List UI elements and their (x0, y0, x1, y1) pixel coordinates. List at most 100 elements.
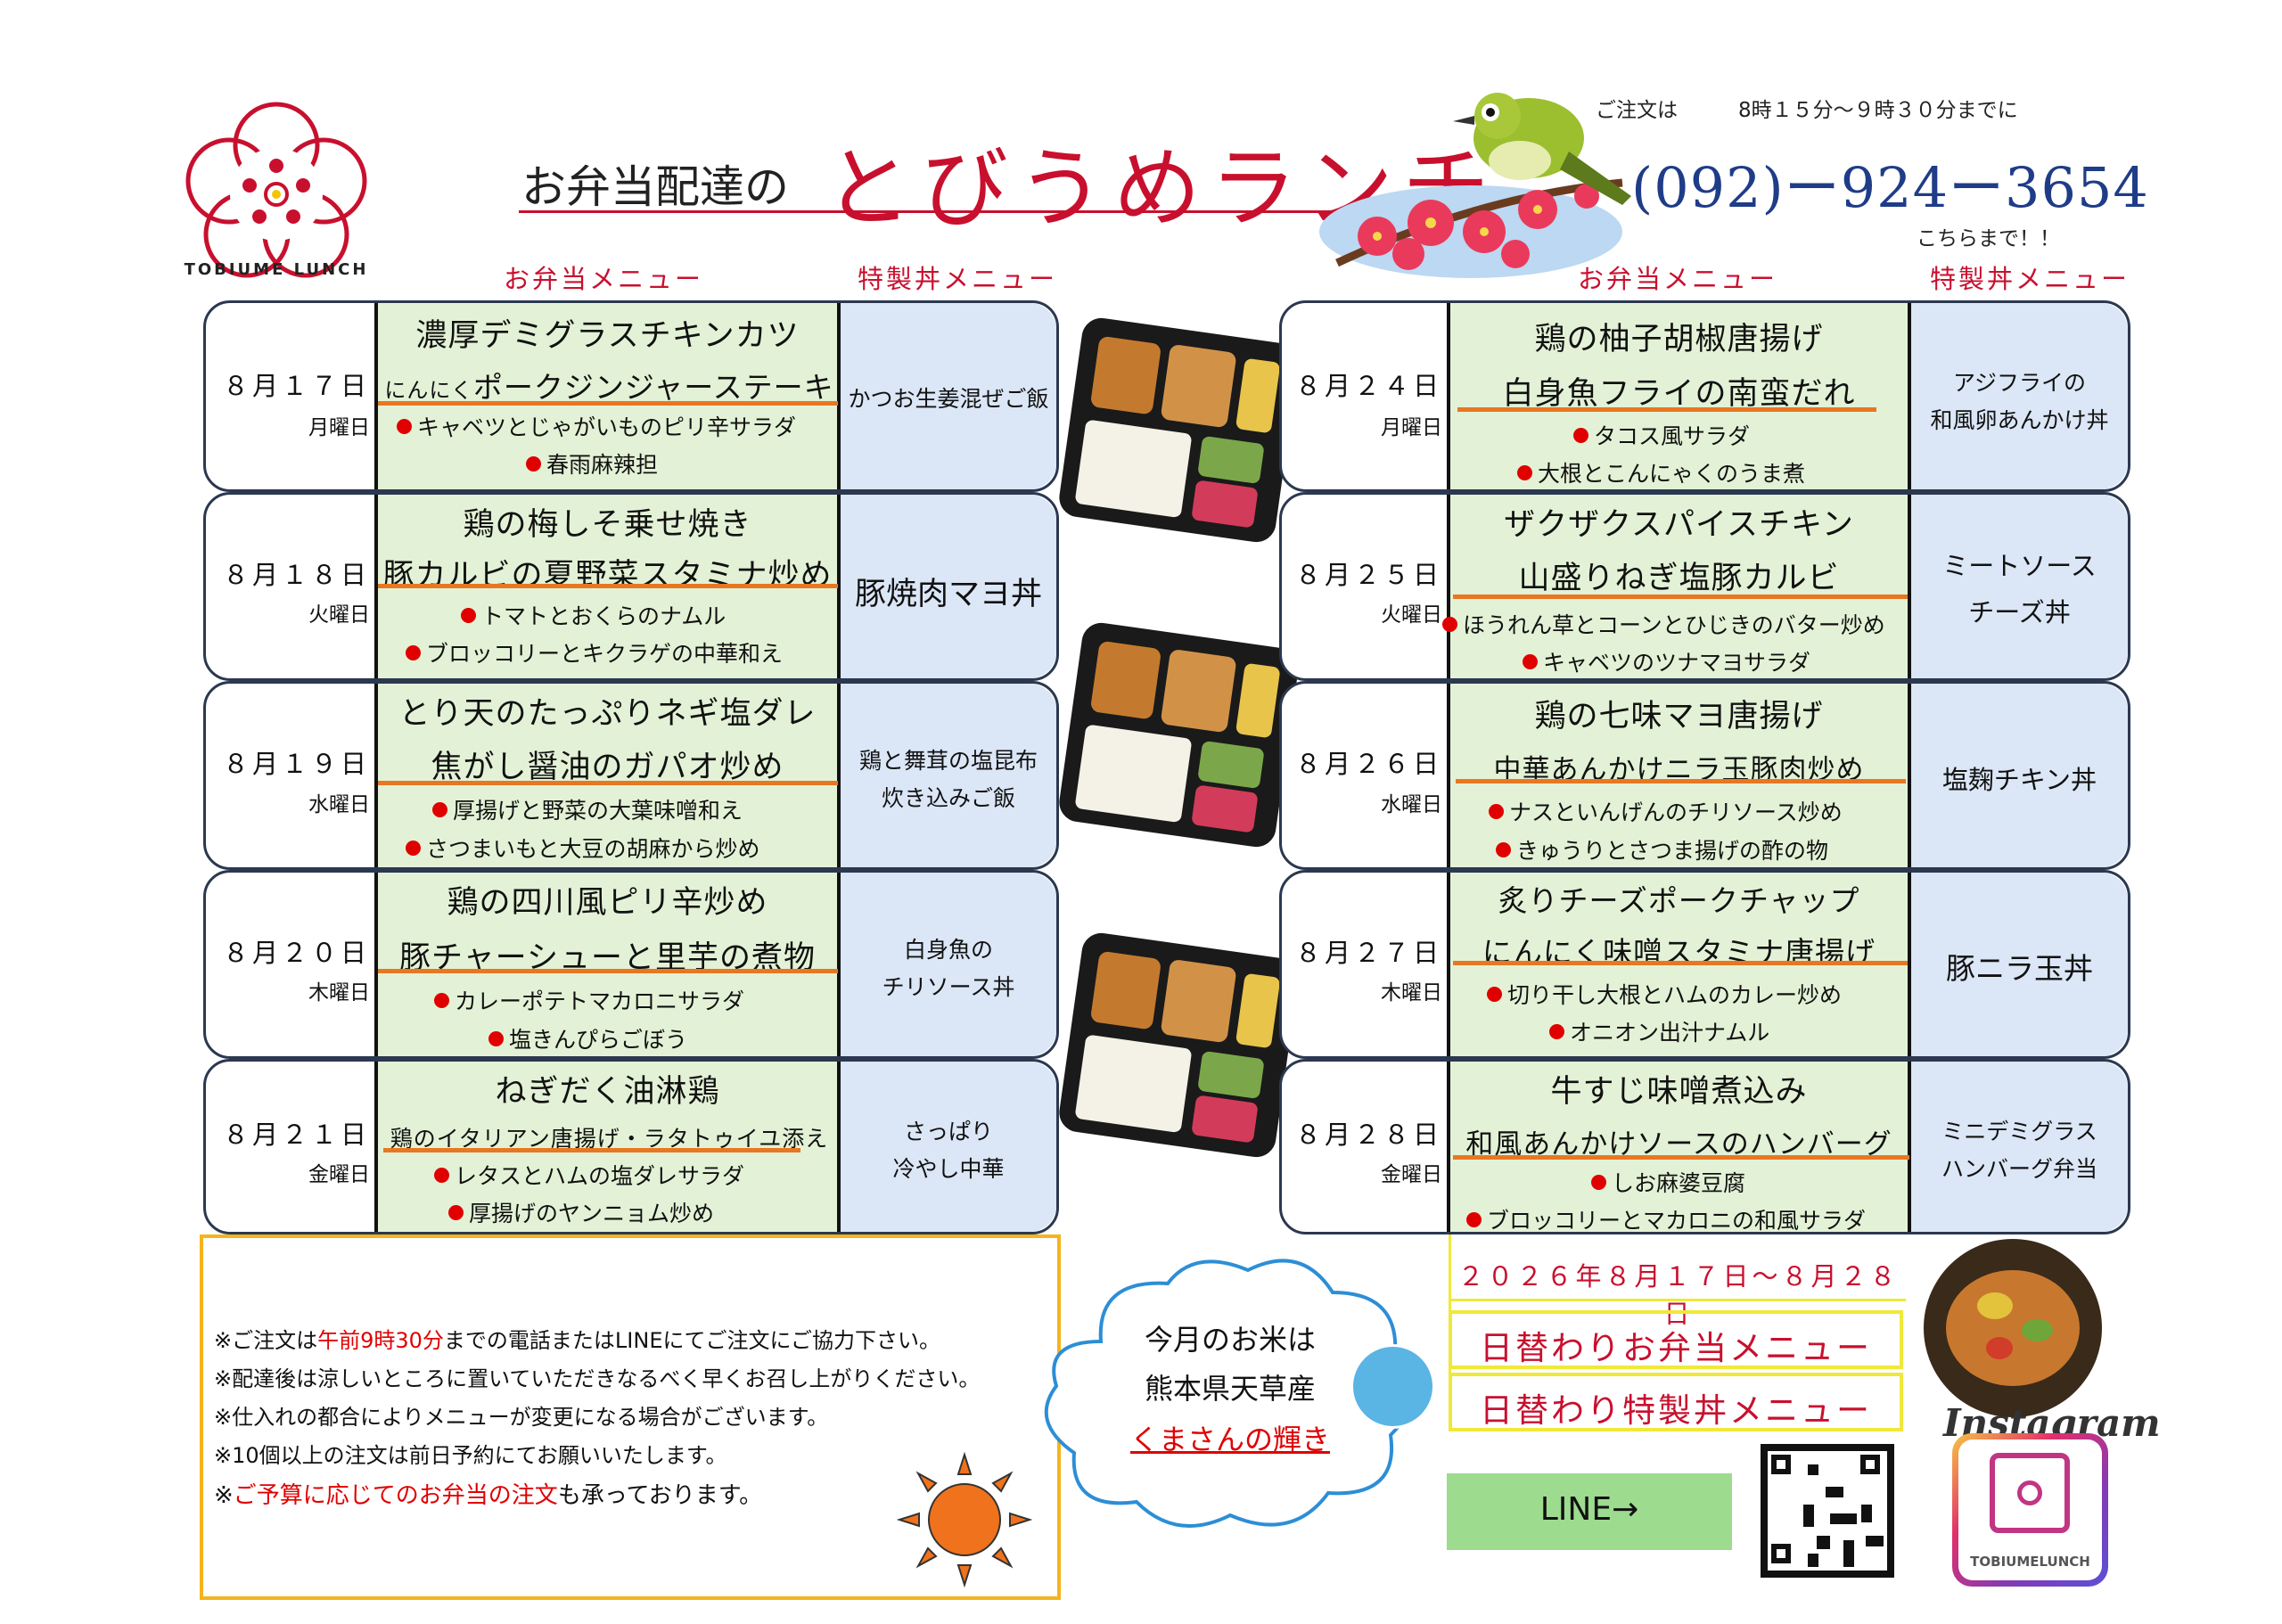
don-panel (1911, 684, 2128, 867)
side-dish: 厚揚げのヤンニョム炒め (448, 1196, 714, 1228)
don-menu: 和風卵あんかけ丼 (1930, 407, 2109, 433)
don-menu: ミニデミグラス (1941, 1119, 2097, 1144)
day-date: ８月２０日 (222, 938, 370, 968)
don-panel (841, 1062, 1056, 1232)
bullet-icon (1591, 1175, 1606, 1190)
bullet-icon (434, 993, 449, 1008)
day-weekday: 木曜日 (308, 981, 370, 1005)
main-dish-2: にんにくポークジンジャーステーキ (380, 364, 839, 406)
section-don-right: 特製丼メニュー (1930, 264, 2130, 294)
main-dish-1: 鶏の梅しそ乗せ焼き (463, 507, 752, 543)
don-menu: 冷やし中華 (892, 1156, 1005, 1182)
day-weekday: 月曜日 (1381, 416, 1442, 439)
don-panel (841, 303, 1056, 489)
main-dish-2: 山盛りねぎ塩豚カルビ (1518, 561, 1840, 596)
day-weekday: 火曜日 (308, 603, 370, 627)
side-dish-label: きゅうりとさつま揚げの酢の物 (1516, 838, 1829, 864)
notice-box: ※ご注文は午前9時30分までの電話またはLINEにてご注文にご協力下さい。 ※配… (200, 1234, 1061, 1600)
line-button[interactable]: LINE→ (1447, 1473, 1732, 1550)
side-dish: 塩きんぴらごぼう (488, 1022, 687, 1054)
don-panel (1911, 873, 2128, 1056)
section-bento-left: お弁当メニュー (504, 264, 704, 294)
main-dish-1: 濃厚デミグラスチキンカツ (415, 318, 800, 354)
bento-photo (1056, 931, 1301, 1160)
side-dish: さつまいもと大豆の胡麻から炒め (406, 832, 760, 864)
main-dish-1: 鶏の四川風ピリ辛炒め (447, 885, 768, 921)
dish-underline (1453, 595, 1908, 599)
menu-panel (374, 1062, 841, 1232)
menu-panel (1447, 1062, 1911, 1232)
day-date: ８月２７日 (1294, 938, 1442, 968)
menu-panel (1447, 684, 1911, 867)
dish-underline (378, 584, 838, 588)
don-panel (841, 495, 1056, 678)
don-menu: 豚ニラ玉丼 (1946, 951, 2093, 986)
don-menu: さっぱり (903, 1119, 993, 1144)
side-dish: タコス風サラダ (1573, 419, 1750, 451)
day-date: ８月１９日 (222, 749, 370, 779)
menu-panel (374, 303, 841, 489)
line-qr-code[interactable] (1761, 1444, 1894, 1578)
dish-underline (1457, 407, 1876, 412)
title-prefix: お弁当配達の (521, 161, 789, 213)
side-dish-label: しお麻婆豆腐 (1612, 1170, 1746, 1196)
section-don-left: 特製丼メニュー (858, 264, 1058, 294)
menu-panel (1447, 495, 1911, 678)
daily-don-menu-label: 日替わり特製丼メニュー (1449, 1373, 1903, 1431)
bullet-icon (406, 645, 421, 660)
order-note: ご注文は (1596, 99, 1678, 122)
side-dish-label: 塩きんぴらごぼう (509, 1027, 688, 1053)
rice-line2: 熊本県天草産 (1144, 1372, 1316, 1406)
main-dish-2-main: ポークジンジャーステーキ (472, 370, 834, 405)
side-dish-label: さつまいもと大豆の胡麻から炒め (426, 836, 760, 862)
side-dish: きゅうりとさつま揚げの酢の物 (1496, 833, 1828, 865)
dish-underline (1453, 961, 1908, 965)
side-dish: ほうれん草とコーンとひじきのバター炒め (1442, 608, 1885, 640)
side-dish: 大根とこんにゃくのうま煮 (1517, 456, 1805, 488)
instagram-qr-card[interactable]: TOBIUMELUNCH (1952, 1433, 2108, 1587)
day-date: ８月２６日 (1294, 749, 1442, 779)
sea-photo (1350, 1344, 1435, 1429)
logo-text: TOBIUME LUNCH (184, 260, 369, 279)
side-dish-label: ほうれん草とコーンとひじきのバター炒め (1463, 612, 1885, 638)
day-weekday: 水曜日 (308, 793, 370, 816)
don-menu: チーズ丼 (1968, 597, 2071, 627)
day-weekday: 月曜日 (308, 416, 370, 439)
main-dish-1: 鶏の柚子胡椒唐揚げ (1534, 322, 1824, 357)
day-date: ８月２５日 (1294, 560, 1442, 590)
side-dish: 切り干し大根とハムのカレー炒め (1487, 978, 1842, 1010)
don-menu: 豚焼肉マヨ丼 (854, 577, 1042, 612)
side-dish: しお麻婆豆腐 (1591, 1166, 1745, 1198)
side-dish: トマトとおくらのナムル (461, 599, 726, 631)
don-menu: かつお生姜混ぜご飯 (848, 386, 1049, 412)
side-dish-label: 厚揚げのヤンニョム炒め (469, 1201, 715, 1226)
bullet-icon (448, 1205, 464, 1220)
cloud-shape (1016, 1243, 1435, 1546)
dish-underline (383, 1148, 800, 1152)
dish-underline (1453, 1155, 1909, 1160)
don-menu: 白身魚の (903, 937, 993, 963)
phone-number[interactable]: (092)ー924ー3654 (1631, 155, 2149, 220)
don-panel (1911, 303, 2128, 489)
side-dish: キャベツのツナマヨサラダ (1523, 645, 1810, 677)
side-dish-label: ナスといんげんのチリソース炒め (1509, 800, 1843, 825)
main-dish-1: ねぎだく油淋鶏 (495, 1074, 720, 1110)
day-weekday: 木曜日 (1381, 981, 1442, 1005)
day-weekday: 金曜日 (1381, 1163, 1442, 1186)
side-dish-label: キャベツのツナマヨサラダ (1543, 650, 1811, 676)
side-dish: ブロッコリーとマカロニの和風サラダ (1466, 1203, 1866, 1235)
don-menu: アジフライの (1952, 370, 2086, 396)
don-menu: ミートソース (1942, 551, 2097, 581)
side-dish-label: レタスとハムの塩ダレサラダ (455, 1163, 745, 1189)
notice-line: ※10個以上の注文は前日予約にてお願いいたします。 (214, 1443, 727, 1468)
side-dish: 厚揚げと野菜の大葉味噌和え (432, 793, 743, 825)
bullet-icon (526, 456, 541, 472)
don-panel (841, 873, 1056, 1056)
notice-line: ※仕入れの都合によりメニューが変更になる場合がございます。 (214, 1405, 829, 1430)
don-menu: 炊き込みご飯 (881, 785, 1015, 811)
dish-underline (378, 969, 838, 973)
side-dish-label: タコス風サラダ (1594, 423, 1751, 449)
don-panel (841, 684, 1056, 867)
day-weekday: 火曜日 (1381, 603, 1442, 627)
side-dish: カレーポテトマカロニサラダ (434, 984, 744, 1016)
